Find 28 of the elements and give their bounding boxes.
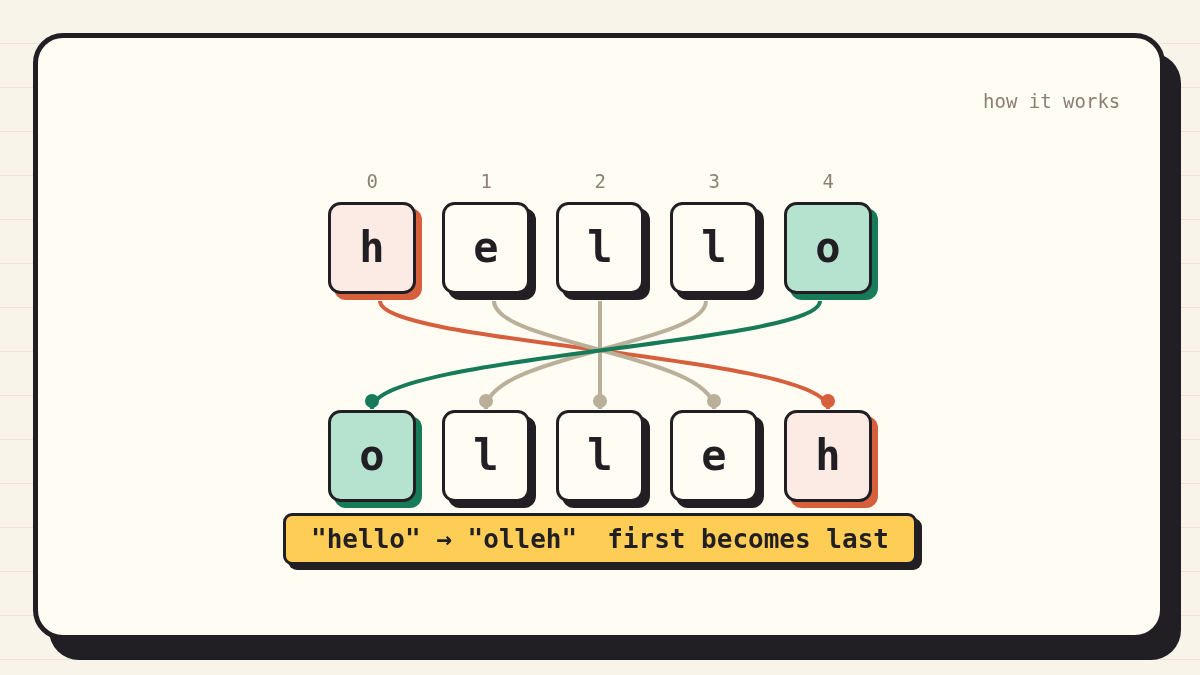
letter: l	[587, 435, 613, 477]
index-number: 2	[594, 172, 606, 191]
letter: h	[359, 227, 385, 269]
section-tag: how it works	[983, 92, 1121, 111]
letter-tile	[670, 410, 764, 508]
index-number: 1	[480, 172, 492, 191]
letter: e	[701, 435, 727, 477]
letter-tile	[556, 202, 650, 300]
letter: e	[473, 227, 499, 269]
letter-tile	[784, 410, 878, 508]
letter: l	[473, 435, 499, 477]
letter: l	[587, 227, 613, 269]
letter-tile	[442, 202, 536, 300]
letter: o	[359, 435, 385, 477]
letter-tile	[328, 410, 422, 508]
letter-tile	[442, 410, 536, 508]
example-text: "hello" → "olleh"	[311, 526, 578, 552]
letter: h	[815, 435, 841, 477]
letter-tile	[670, 202, 764, 300]
letter: l	[701, 227, 727, 269]
letter-tile	[328, 202, 422, 300]
letter-tile	[556, 410, 650, 508]
caption-text: first becomes last	[607, 526, 889, 552]
letter: o	[815, 227, 841, 269]
letter-tile	[784, 202, 878, 300]
index-number: 0	[366, 172, 378, 191]
index-number: 3	[708, 172, 720, 191]
index-number: 4	[822, 172, 834, 191]
